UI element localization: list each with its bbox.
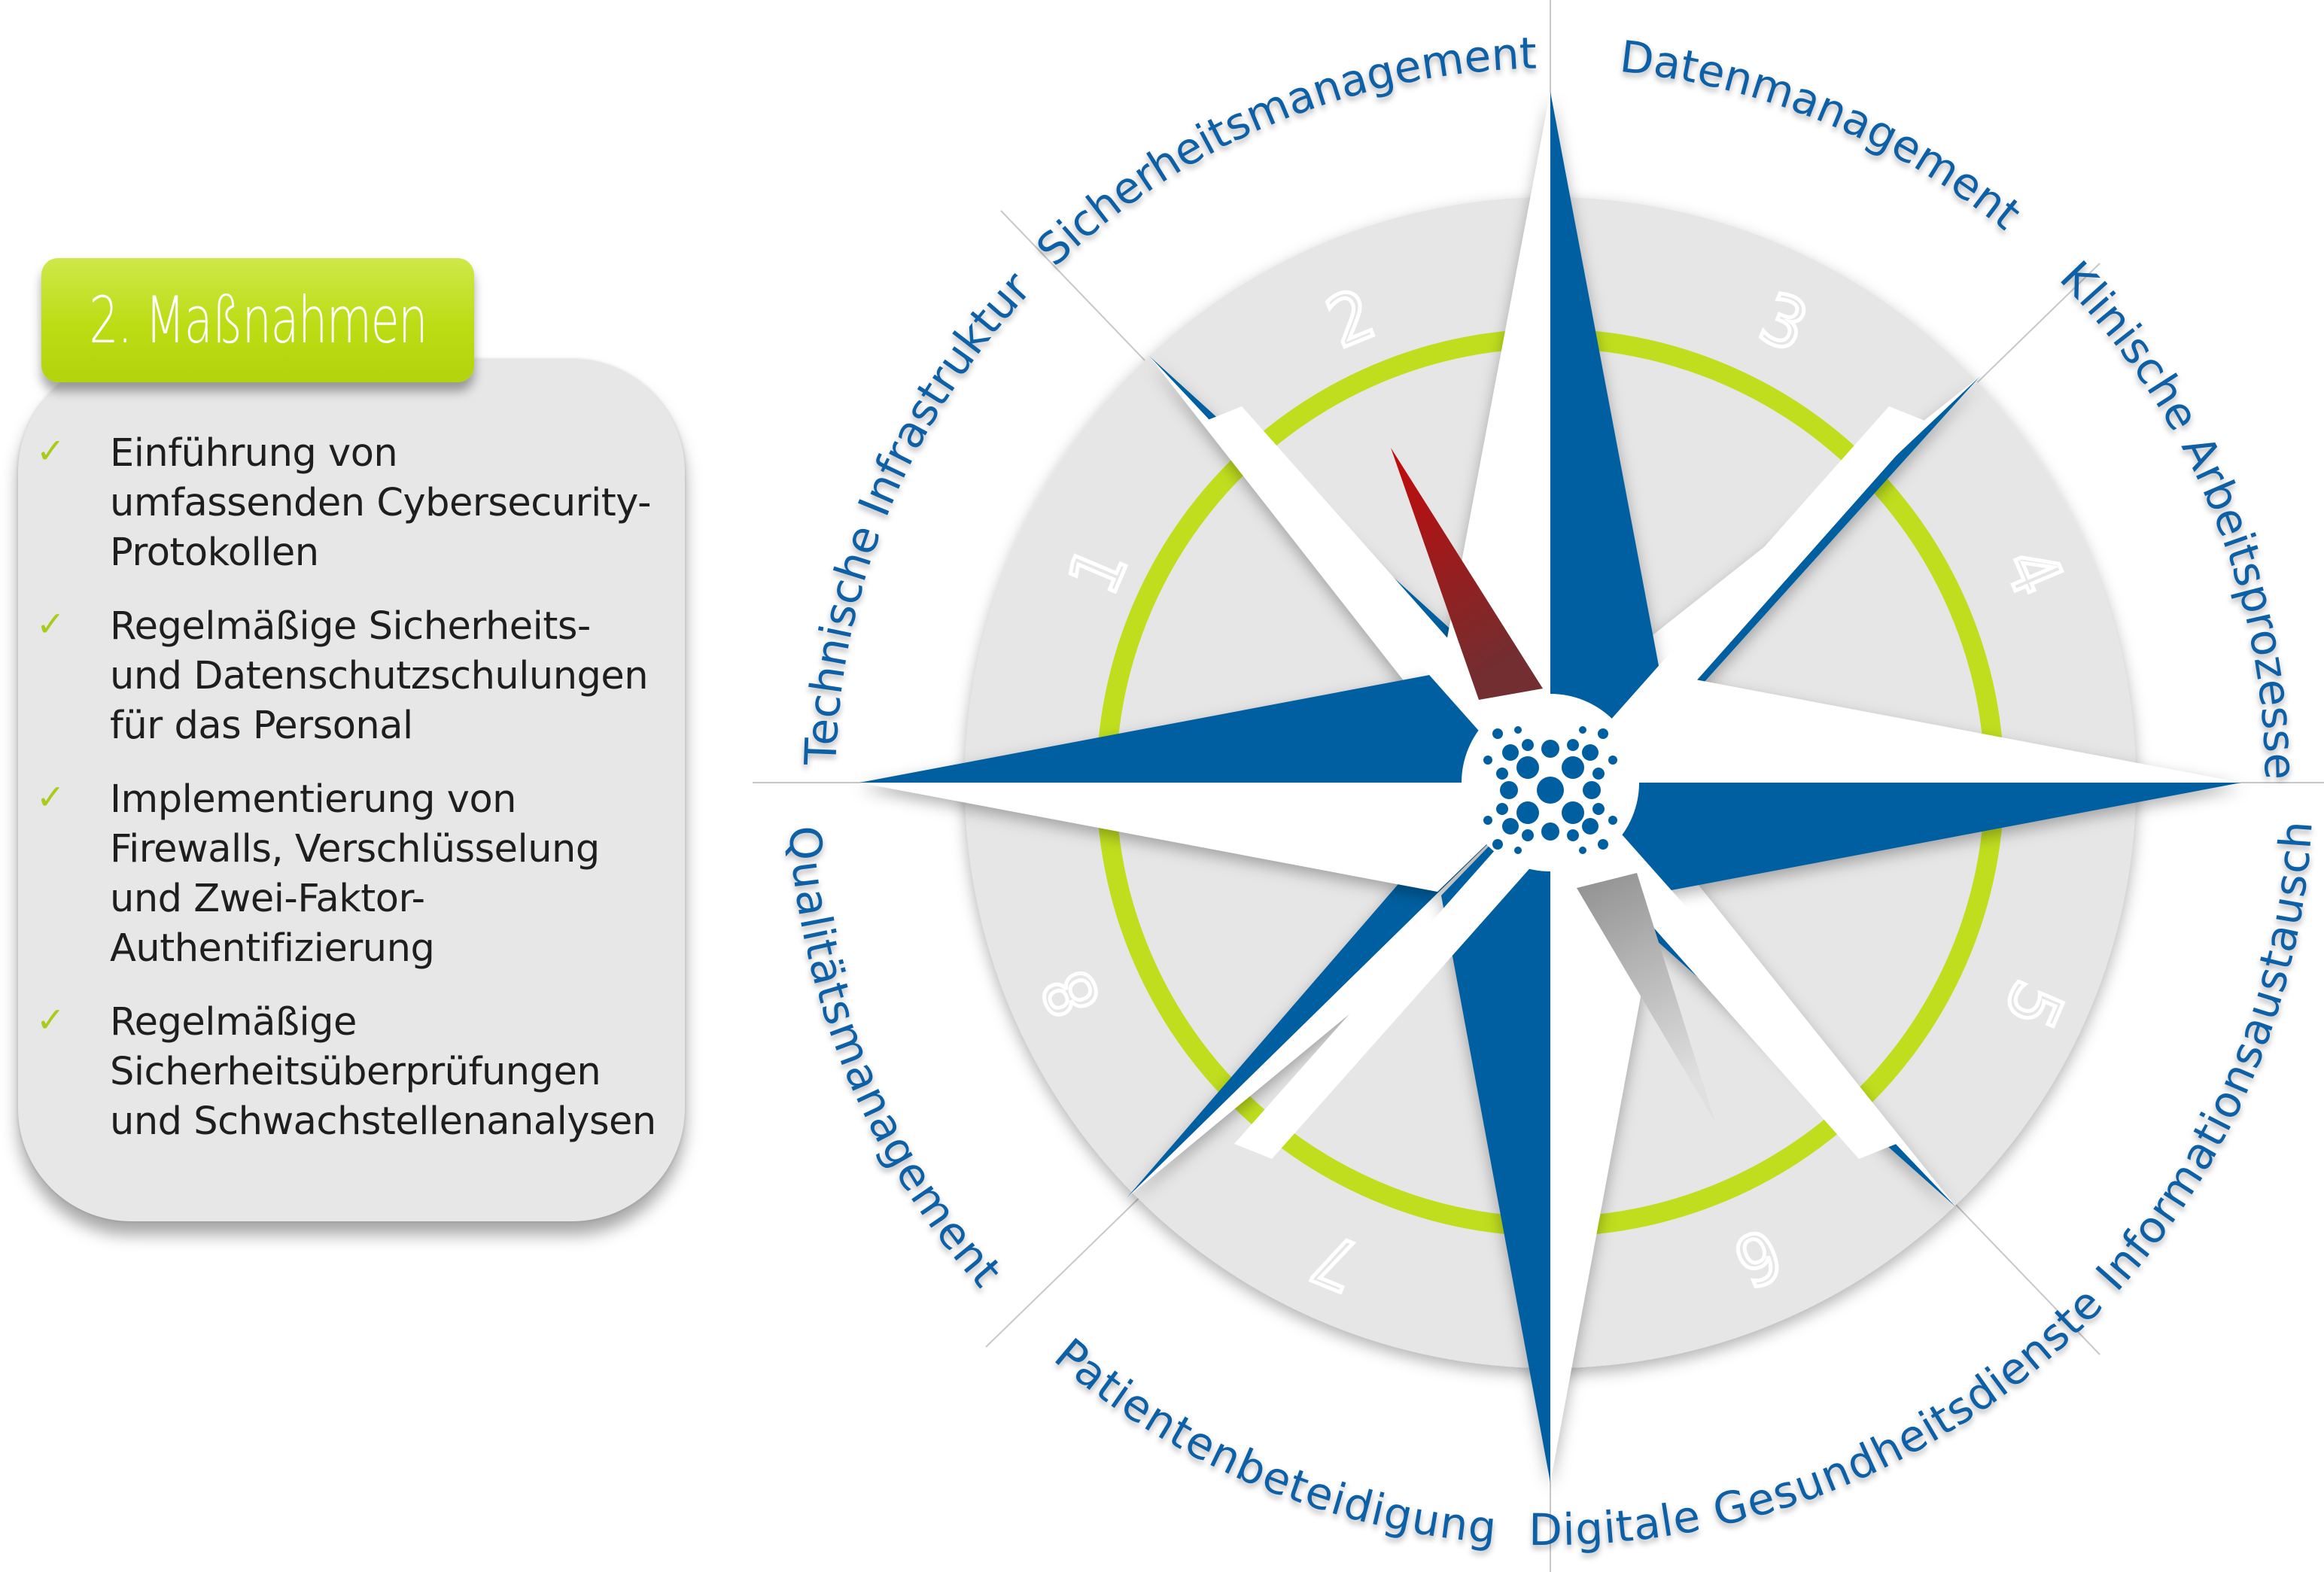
needle-north-icon <box>1391 448 1543 700</box>
checkmark-icon: ✓ <box>36 777 65 816</box>
sector-label-3: Datenmanagement <box>1617 31 2030 239</box>
list-item: ✓ Implementierung von Firewalls, Verschl… <box>36 777 600 971</box>
sector-label-7: Patientenbeteidigung <box>1045 1328 1498 1553</box>
checkmark-icon: ✓ <box>36 431 65 470</box>
list-item: ✓ Regelmäßige Sicherheits- und Datenschu… <box>36 604 649 748</box>
checkmark-icon: ✓ <box>36 604 65 643</box>
needle-south-icon <box>1577 873 1715 1122</box>
list-item: ✓ Regelmäßige Sicherheitsüberprüfungen u… <box>36 1000 656 1144</box>
section-title: 2. Maßnahmen <box>89 282 427 358</box>
list-item: ✓ Einführung von umfassenden Cybersecuri… <box>36 431 651 575</box>
compass-rose-cardinals <box>859 92 2241 1482</box>
dotted-logo-icon <box>1483 726 1617 854</box>
measures-list: ✓ Einführung von umfassenden Cybersecuri… <box>30 429 677 1171</box>
checkmark-icon: ✓ <box>36 1000 65 1039</box>
section-title-badge: 2. Maßnahmen <box>41 258 474 382</box>
measures-panel <box>18 359 685 1221</box>
